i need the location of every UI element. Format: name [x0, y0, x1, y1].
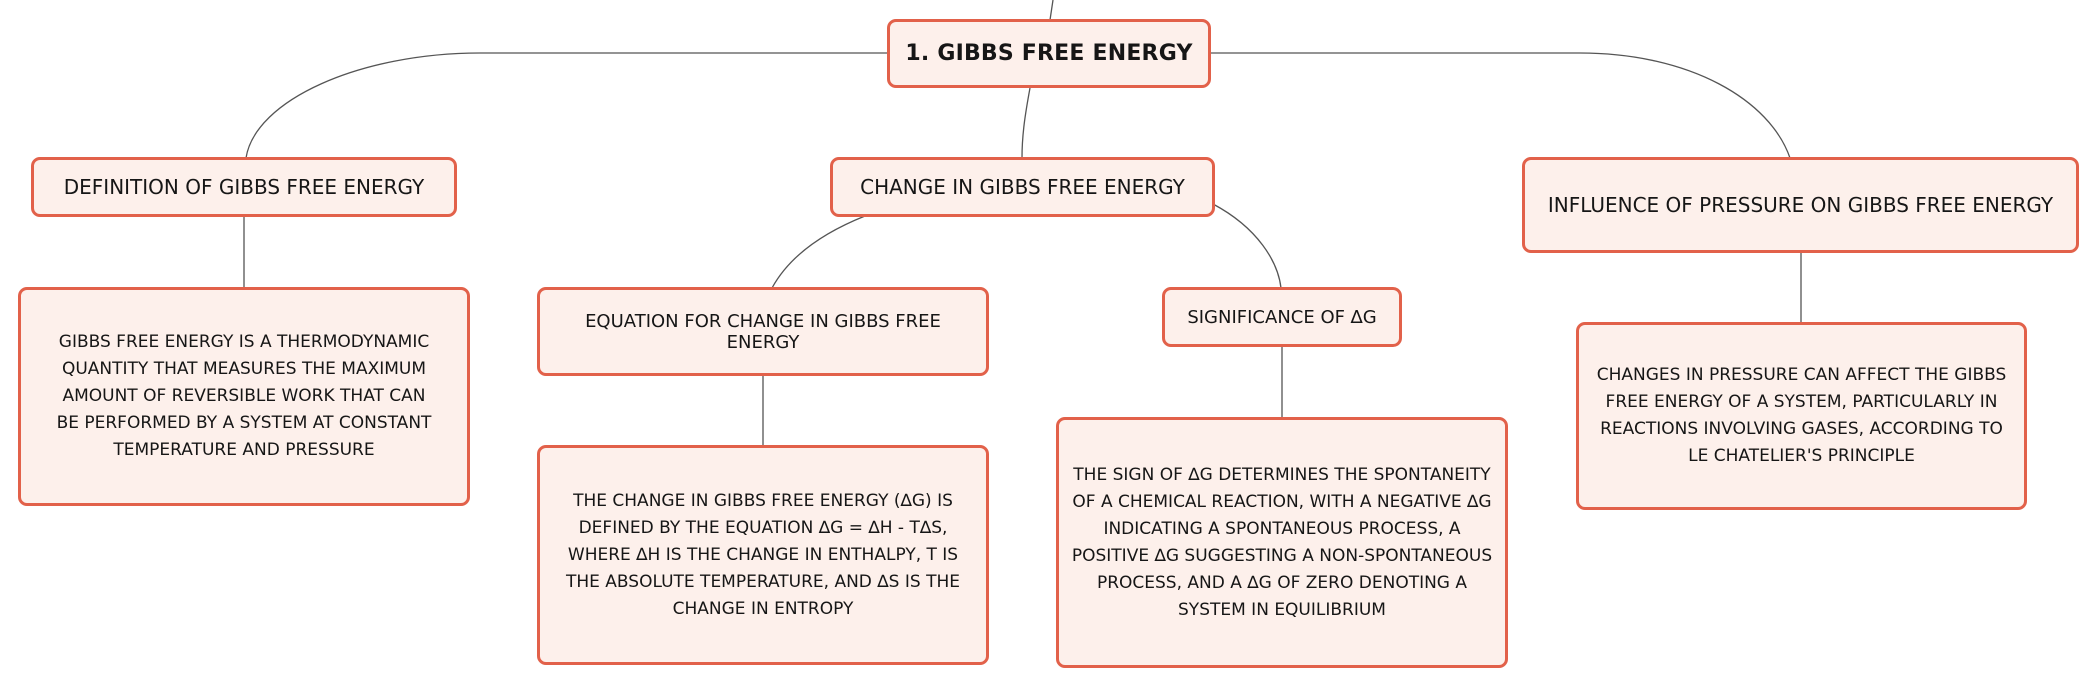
- connector-change-to-equation: [771, 215, 866, 289]
- topic-definition[interactable]: DEFINITION OF GIBBS FREE ENERGY: [31, 157, 457, 217]
- connector-root-to-pressure: [1210, 52, 1791, 159]
- detail-pressure[interactable]: CHANGES IN PRESSURE CAN AFFECT THE GIBBS…: [1576, 322, 2027, 510]
- topic-change-label: CHANGE IN GIBBS FREE ENERGY: [860, 175, 1185, 199]
- detail-definition-text: GIBBS FREE ENERGY IS A THERMODYNAMIC QUA…: [56, 332, 432, 460]
- detail-equation[interactable]: THE CHANGE IN GIBBS FREE ENERGY (∆G) IS …: [537, 445, 989, 665]
- subtopic-significance-label: SIGNIFICANCE OF ∆G: [1187, 306, 1377, 328]
- connector-root-to-definition: [245, 52, 887, 159]
- detail-definition[interactable]: GIBBS FREE ENERGY IS A THERMODYNAMIC QUA…: [18, 287, 470, 506]
- detail-pressure-text: CHANGES IN PRESSURE CAN AFFECT THE GIBBS…: [1596, 365, 2007, 466]
- topic-pressure-label: INFLUENCE OF PRESSURE ON GIBBS FREE ENER…: [1547, 193, 2054, 217]
- detail-significance-text: THE SIGN OF ∆G DETERMINES THE SPONTANEIT…: [1071, 464, 1493, 620]
- topic-pressure[interactable]: INFLUENCE OF PRESSURE ON GIBBS FREE ENER…: [1522, 157, 2079, 253]
- connector-change-to-significance: [1212, 203, 1282, 289]
- subtopic-equation-label: EQUATION FOR CHANGE IN GIBBS FREE ENERGY: [585, 310, 941, 353]
- root-topic-label: 1. GIBBS FREE ENERGY: [905, 41, 1193, 66]
- root-topic[interactable]: 1. GIBBS FREE ENERGY: [887, 19, 1211, 88]
- detail-significance[interactable]: THE SIGN OF ∆G DETERMINES THE SPONTANEIT…: [1056, 417, 1508, 668]
- connector-root-to-change: [1021, 87, 1031, 159]
- topic-definition-label: DEFINITION OF GIBBS FREE ENERGY: [63, 175, 425, 199]
- subtopic-equation[interactable]: EQUATION FOR CHANGE IN GIBBS FREE ENERGY: [537, 287, 989, 376]
- connector-parent-to-root: [1049, 0, 1054, 21]
- detail-equation-text: THE CHANGE IN GIBBS FREE ENERGY (∆G) IS …: [565, 490, 960, 619]
- subtopic-significance[interactable]: SIGNIFICANCE OF ∆G: [1162, 287, 1402, 347]
- topic-change[interactable]: CHANGE IN GIBBS FREE ENERGY: [830, 157, 1215, 217]
